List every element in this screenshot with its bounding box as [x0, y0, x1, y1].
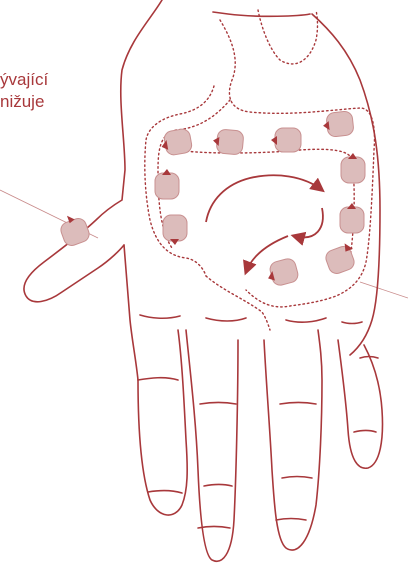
arrow-right [294, 208, 323, 237]
massage-point-marker-2 [212, 129, 244, 156]
massage-point-marker-thumb [57, 211, 92, 248]
massage-point-marker-9 [323, 241, 359, 275]
massage-point-markers [57, 111, 365, 288]
massage-point-marker-3 [271, 128, 301, 152]
massage-point-marker-10 [264, 257, 299, 288]
massage-point-marker-1 [159, 128, 193, 157]
palm-outline [24, 0, 382, 561]
arrow-upper [206, 175, 322, 222]
circular-direction-arrows [206, 175, 323, 272]
massage-point-marker-4 [322, 111, 354, 138]
guide-line-right [360, 282, 408, 298]
colon-path-dotted [145, 10, 375, 330]
massage-point-marker-6 [163, 215, 187, 245]
massage-point-marker-5 [155, 169, 179, 199]
massage-point-marker-7 [341, 153, 365, 183]
massage-point-marker-8 [340, 203, 364, 233]
